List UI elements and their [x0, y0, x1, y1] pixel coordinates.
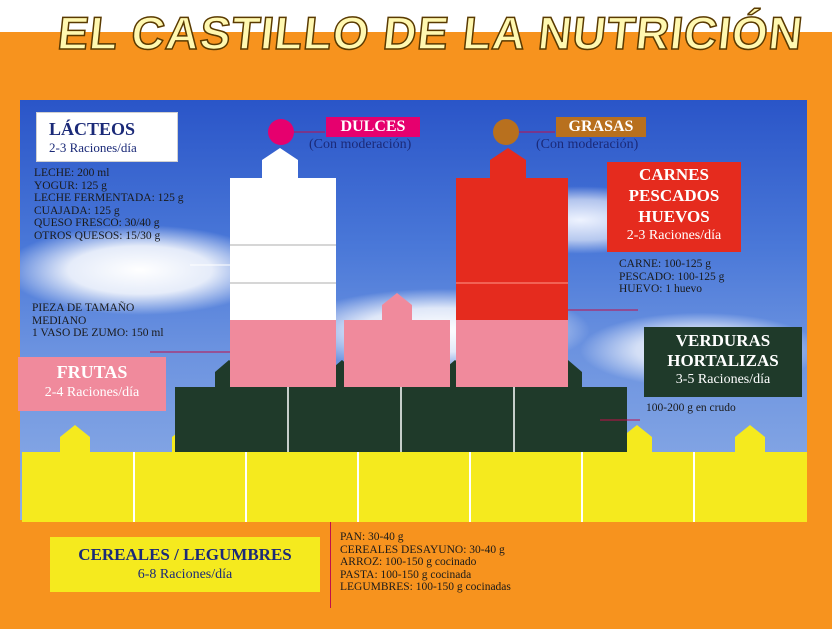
meat-label-box: CARNES PESCADOS HUEVOS 2-3 Raciones/día — [607, 162, 741, 252]
vegetable-portions: 3-5 Raciones/día — [675, 372, 771, 387]
cereal-item: ARROZ: 100-150 g cocinado — [340, 556, 477, 568]
fruit-item: MEDIANO — [32, 314, 87, 327]
cereal-items: PAN: 30-40 g CEREALES DESAYUNO: 30-40 g … — [340, 531, 600, 594]
meat-name-line: PESCADOS — [628, 186, 720, 205]
meat-tower — [456, 119, 568, 320]
dairy-tower — [230, 119, 336, 320]
fruit-label-box: FRUTAS 2-4 Raciones/día — [18, 357, 166, 411]
cereal-name: CEREALES / LEGUMBRES — [78, 545, 292, 564]
meat-portions: 2-3 Raciones/día — [626, 228, 722, 243]
dairy-items: LECHE: 200 ml YOGUR: 125 g LECHE FERMENT… — [34, 167, 234, 242]
dairy-item: YOGUR: 125 g — [34, 179, 107, 192]
meat-item: HUEVO: 1 huevo — [619, 283, 703, 295]
meat-name-line: HUEVOS — [638, 207, 710, 226]
dairy-item: LECHE FERMENTADA: 125 g — [34, 192, 184, 204]
cereal-label-box: CEREALES / LEGUMBRES 6-8 Raciones/día — [50, 537, 320, 592]
vegetable-name-line: HORTALIZAS — [667, 351, 779, 370]
fruit-name: FRUTAS — [56, 362, 128, 382]
dairy-name: LÁCTEOS — [49, 119, 136, 139]
cereal-portions: 6-8 Raciones/día — [137, 567, 233, 582]
meat-items: CARNE: 100-125 g PESCADO: 100-125 g HUEV… — [619, 258, 799, 296]
dairy-item: CUAJADA: 125 g — [34, 204, 120, 217]
fruit-item: 1 VASO DE ZUMO: 150 ml — [32, 327, 164, 339]
fruit-item: PIEZA DE TAMAÑO — [32, 302, 135, 314]
cereal-item: PAN: 30-40 g — [340, 531, 404, 543]
dairy-item: LECHE: 200 ml — [34, 167, 110, 179]
vegetable-label-box: VERDURAS HORTALIZAS 3-5 Raciones/día — [644, 327, 802, 397]
dairy-portions: 2-3 Raciones/día — [49, 140, 137, 155]
sweets-label: DULCES — [326, 117, 420, 137]
vegetable-name-line: VERDURAS — [675, 331, 771, 350]
meat-item: PESCADO: 100-125 g — [619, 270, 725, 283]
vegetable-layer — [175, 360, 627, 452]
cereal-item: PASTA: 100-150 g cocinada — [340, 568, 472, 581]
fats-label: GRASAS — [556, 117, 646, 137]
dairy-item: OTROS QUESOS: 15/30 g — [34, 229, 161, 242]
cereal-divider — [330, 522, 331, 608]
dairy-label-box: LÁCTEOS 2-3 Raciones/día — [36, 112, 178, 162]
fats-note: (Con moderación) — [536, 137, 639, 152]
sweets-note: (Con moderación) — [309, 137, 412, 152]
fruit-layer — [230, 293, 568, 387]
meat-item: CARNE: 100-125 g — [619, 258, 711, 270]
cereal-item: CEREALES DESAYUNO: 30-40 g — [340, 543, 505, 556]
dairy-item: QUESO FRESCO: 30/40 g — [34, 217, 160, 229]
meat-name-line: CARNES — [639, 165, 709, 184]
vegetable-item: 100-200 g en crudo — [646, 402, 736, 414]
fruit-items: PIEZA DE TAMAÑO MEDIANO 1 VASO DE ZUMO: … — [32, 302, 232, 340]
fruit-portions: 2-4 Raciones/día — [44, 385, 140, 400]
cereal-item: LEGUMBRES: 100-150 g cocinadas — [340, 581, 511, 593]
